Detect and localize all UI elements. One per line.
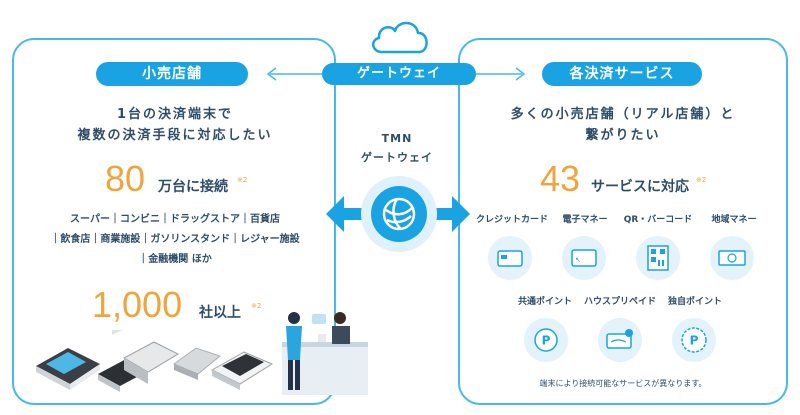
house-prepaid-icon bbox=[598, 318, 642, 362]
services-suffix: サービスに対応 bbox=[591, 179, 689, 195]
tmn-label-line-1: TMN bbox=[381, 132, 413, 145]
cloud-icon bbox=[366, 12, 434, 58]
pos-printer-icon bbox=[210, 351, 274, 390]
store-counter-illustration bbox=[282, 312, 368, 395]
clerk-head bbox=[334, 312, 346, 324]
retail-types-line-1: スーパー｜コンビニ｜ドラッグストア｜百貨店 bbox=[70, 214, 280, 225]
gateway-pill: ゲートウェイ bbox=[322, 63, 476, 85]
payment-services-title: 各決済サービス bbox=[542, 62, 702, 86]
customer-body bbox=[286, 326, 302, 360]
services-count: 43 bbox=[540, 158, 581, 199]
service-label-credit-card: クレジットカード bbox=[475, 215, 548, 225]
qr-barcode-icon bbox=[636, 236, 680, 280]
multi-terminal-icon bbox=[122, 341, 180, 384]
service-label-own-points: 独自ポイント bbox=[667, 297, 722, 307]
regional-money-icon bbox=[710, 236, 754, 280]
retail-types-line-3: ｜金融機関 ほか bbox=[138, 254, 212, 265]
service-label-e-money: 電子マネー bbox=[562, 215, 608, 225]
companies-count: 1,000 bbox=[92, 284, 183, 325]
retail-store-title: 小売店舗 bbox=[96, 62, 248, 86]
retail-headline-2: 複数の決済手段に対応したい bbox=[77, 128, 273, 143]
payment-terminal-devices-illustration bbox=[36, 330, 274, 392]
terminals-note: ※2 bbox=[237, 176, 248, 184]
svg-text:P: P bbox=[542, 334, 551, 348]
terminals-count: 80 bbox=[105, 158, 146, 199]
companies-note: ※2 bbox=[251, 302, 262, 310]
credit-card-icon bbox=[488, 236, 532, 280]
tablet-terminal-icon bbox=[172, 347, 222, 380]
svg-text:P: P bbox=[690, 334, 699, 348]
service-label-common-points: 共通ポイント bbox=[517, 297, 572, 307]
retail-headline-1: 1台の決済端末で bbox=[116, 107, 234, 122]
e-money-icon: ↖ bbox=[562, 236, 606, 280]
own-points-icon: P bbox=[672, 318, 716, 362]
services-footnote: 端末により接続可能なサービスが異なります。 bbox=[539, 379, 707, 388]
services-note: ※2 bbox=[696, 176, 707, 184]
common-points-icon: P bbox=[524, 318, 568, 362]
companies-suffix: 社以上 bbox=[199, 305, 241, 321]
tmn-globe-icon bbox=[382, 197, 416, 231]
svg-text:↖: ↖ bbox=[575, 256, 581, 264]
service-label-qr-barcode: QR・バーコード bbox=[623, 215, 693, 225]
handheld-terminal-icon bbox=[36, 348, 100, 390]
customer-head bbox=[288, 312, 300, 324]
tmn-label-line-2: ゲートウェイ bbox=[361, 151, 433, 164]
services-headline-2: 繋がりたい bbox=[585, 128, 661, 143]
service-label-house-prepaid: ハウスプリペイド bbox=[583, 297, 656, 307]
services-headline-1: 多くの小売店舗（リアル店舗）と bbox=[510, 107, 736, 122]
card-icon bbox=[312, 314, 326, 324]
clerk-body bbox=[332, 326, 350, 344]
retail-types-line-2: ｜飲食店｜商業施設｜ガソリンスタンド｜レジャー施設 bbox=[50, 234, 300, 245]
terminals-suffix: 万台に接続 bbox=[158, 179, 228, 195]
service-label-regional-money: 地域マネー bbox=[711, 215, 757, 225]
